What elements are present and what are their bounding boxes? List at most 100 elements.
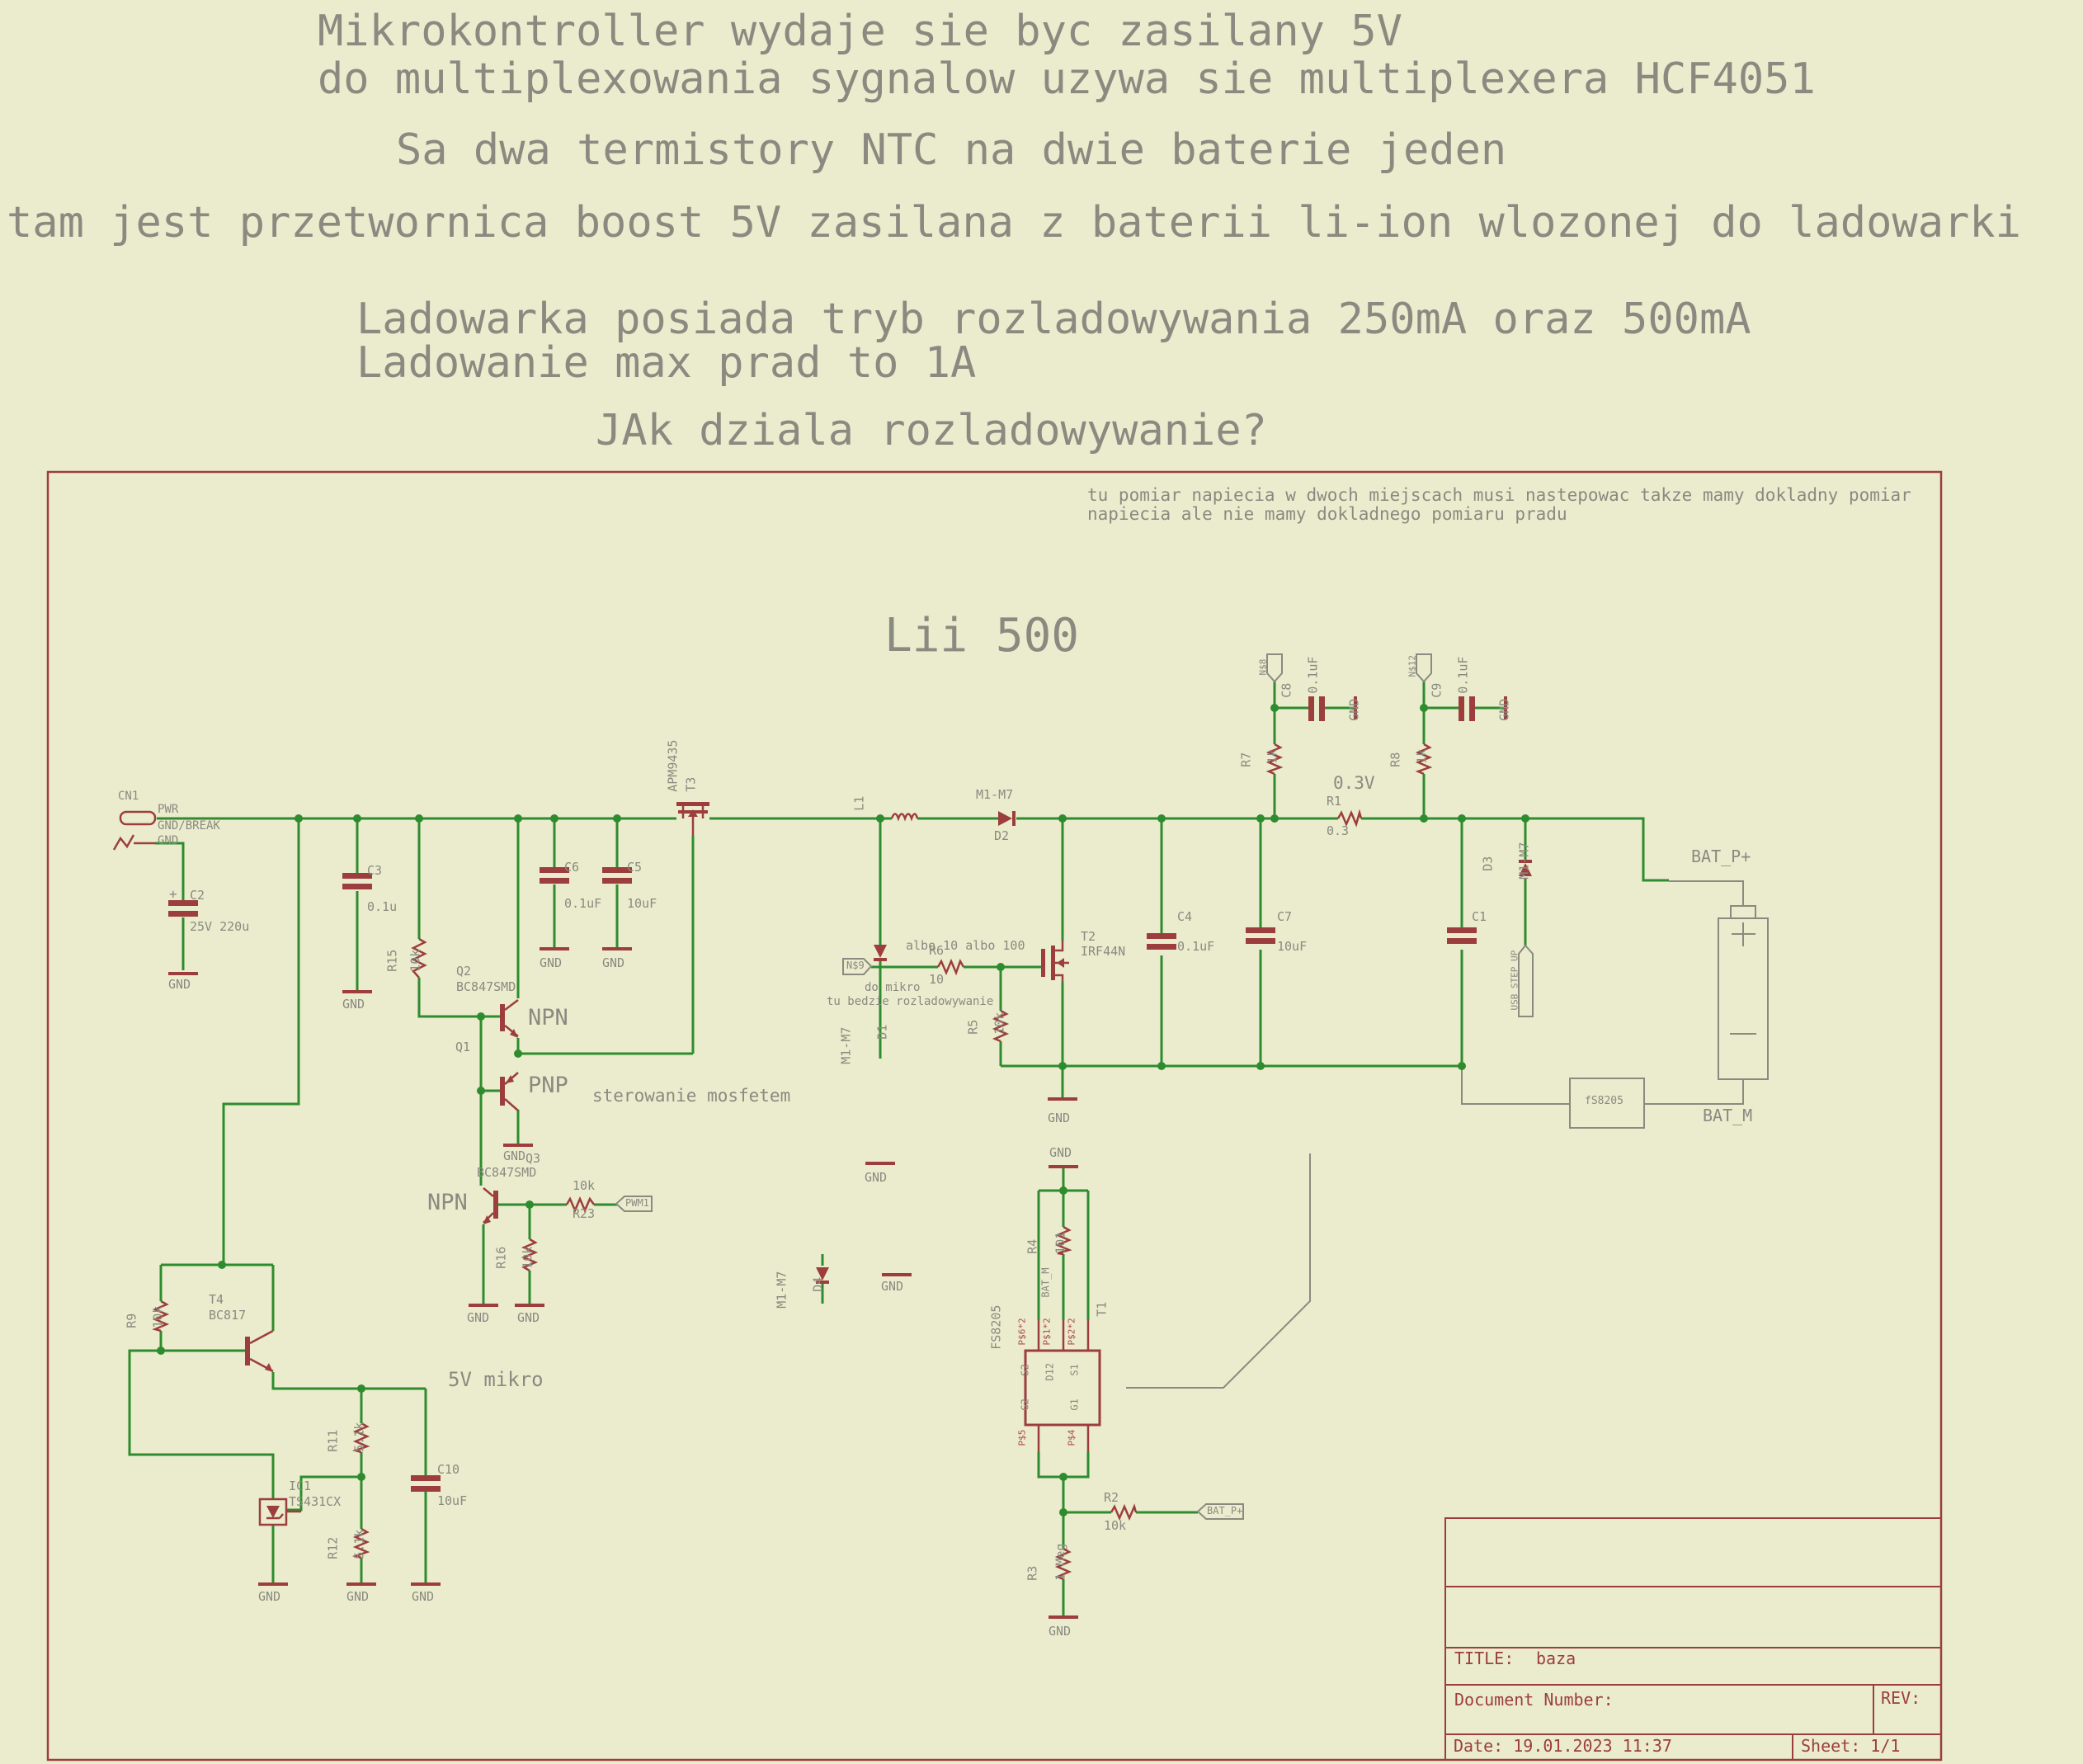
pin-s1: S1	[1068, 1364, 1081, 1376]
schematic-title: Lii 500	[884, 609, 1080, 663]
pin-g1: G1	[1068, 1398, 1081, 1411]
titleblock-docnum-label: Document Number:	[1454, 1690, 1614, 1710]
val-R3: 1 Meg	[1053, 1543, 1068, 1581]
annotation-line-5: Ladowarka posiada tryb rozladowywania 25…	[356, 295, 1751, 344]
plus-C2: +	[169, 886, 177, 902]
gnd-label: GND	[342, 997, 365, 1012]
ref-Q2: Q2	[456, 964, 472, 979]
ref-D3: D3	[1480, 856, 1496, 871]
ref-C7: C7	[1277, 909, 1293, 924]
ref-T1: T1	[1094, 1301, 1110, 1317]
ref-C4: C4	[1177, 909, 1193, 924]
ref-Q1: Q1	[455, 1040, 471, 1054]
ref-T2: T2	[1081, 929, 1096, 944]
transistor-Q1-pnp	[500, 1072, 519, 1111]
ref-D2: D2	[994, 828, 1010, 843]
label-fs8205-box: fS8205	[1585, 1095, 1624, 1107]
annotation-line-1: Mikrokontroller wydaje sie byc zasilany …	[318, 7, 1402, 56]
gnd-label: GND	[517, 1310, 540, 1325]
note-5v-mikro: 5V mikro	[448, 1368, 544, 1391]
val-R9: 10k	[150, 1305, 166, 1328]
note-mosfet-control: sterowanie mosfetem	[592, 1086, 791, 1106]
gnd-symbols	[168, 696, 1507, 1619]
diodes	[816, 811, 1532, 1284]
note-line-2: napiecia ale nie mamy dokladnego pomiaru…	[1087, 504, 1567, 524]
gnd-label: GND	[1048, 1111, 1071, 1125]
val-R11: 5.1k	[351, 1422, 367, 1452]
titleblock-title-value: baza	[1536, 1648, 1576, 1668]
annotation-line-3: Sa dwa termistory NTC na dwie baterie je…	[396, 125, 1507, 175]
gnd-label: GND	[168, 977, 191, 992]
pin-p5: P$5	[1016, 1429, 1028, 1446]
note-line-1: tu pomiar napiecia w dwoch miejscach mus…	[1087, 485, 1911, 505]
resistors	[152, 743, 1433, 1581]
netflag-PWM1: PWM1	[625, 1197, 649, 1209]
gnd-label: GND	[467, 1310, 490, 1325]
connector-CN1	[112, 810, 157, 851]
ref-T3: T3	[683, 776, 699, 792]
ref-R8: R8	[1388, 752, 1403, 767]
ref-R16: R16	[493, 1246, 509, 1269]
pin-p6: P$6*2	[1016, 1318, 1028, 1346]
val-D4: M1-M7	[774, 1271, 789, 1309]
battery-symbol	[1718, 905, 1769, 1080]
netflag-bat-p-text: BAT_P+	[1207, 1505, 1243, 1516]
ref-C8: C8	[1279, 682, 1294, 698]
label-npn-q3: NPN	[427, 1190, 468, 1215]
val-R5: 10k	[992, 1012, 1007, 1035]
drawing-frame	[46, 470, 1943, 1762]
val-IC1: TS431CX	[289, 1494, 342, 1509]
ref-C10: C10	[437, 1462, 460, 1477]
ref-R12: R12	[325, 1536, 341, 1559]
ref-R4: R4	[1025, 1238, 1040, 1254]
junction-dots	[157, 704, 1529, 1516]
gnd-label: GND	[1049, 1624, 1072, 1639]
pin-pwr: PWR	[158, 803, 179, 816]
ref-R15: R15	[384, 949, 400, 972]
gnd-label: GND	[881, 1279, 904, 1294]
ref-R1: R1	[1327, 794, 1342, 809]
transistor-T4-npn	[245, 1329, 274, 1373]
val-D3: M1-M7	[1516, 842, 1532, 880]
fs8205-component	[1024, 1320, 1101, 1452]
ref-CN1: CN1	[118, 790, 139, 803]
capacitors	[168, 696, 1477, 1492]
ref-Q3: Q3	[525, 1151, 541, 1166]
val-C5: 10uF	[627, 896, 657, 911]
gnd-label: GND	[540, 955, 563, 970]
ref-IC1: IC1	[289, 1479, 312, 1493]
gnd-label: GND	[865, 1170, 888, 1185]
titleblock-grid	[1444, 1517, 1942, 1761]
annotation-line-4: tam jest przetwornica boost 5V zasilana …	[7, 198, 2021, 248]
titleblock-sheet: Sheet: 1/1	[1801, 1736, 1901, 1756]
gray-wires	[1126, 880, 1744, 1389]
ref-R6: R6	[929, 943, 945, 958]
ref-D1: D1	[874, 1024, 890, 1040]
val-D2: M1-M7	[976, 787, 1014, 802]
gnd-label: GND	[1496, 698, 1512, 721]
gnd-label: GND	[503, 1148, 526, 1163]
annotation-line-6: Ladowanie max prad to 1A	[356, 338, 977, 388]
pin-gnd-break: GND/BREAK	[158, 819, 220, 832]
netflag-N8: N$8	[1257, 658, 1269, 676]
val-T2: IRF44N	[1081, 944, 1126, 959]
netflag-N9: N$9	[846, 960, 865, 971]
ref-R5: R5	[965, 1019, 981, 1035]
transistor-T3-pmos	[676, 802, 709, 836]
val-R7: 1k	[1265, 748, 1280, 764]
val-R23: 10k	[573, 1178, 596, 1193]
net-bat-m-small: BAT_M	[1039, 1267, 1052, 1298]
ref-T4: T4	[209, 1292, 224, 1307]
pin-g2: G2	[1019, 1398, 1031, 1411]
val-T1: FS8205	[988, 1304, 1004, 1350]
pin-d12: D12	[1044, 1362, 1056, 1381]
val-C6: 0.1uF	[564, 896, 602, 911]
gnd-label: GND	[602, 955, 625, 970]
pin-p1: P$1*2	[1041, 1318, 1053, 1346]
ref-C6: C6	[564, 860, 580, 875]
transistor-Q2-npn	[500, 999, 519, 1038]
netflag-usb-step-up: USB_STEP_UP	[1509, 950, 1520, 1011]
ref-C3: C3	[367, 863, 383, 878]
